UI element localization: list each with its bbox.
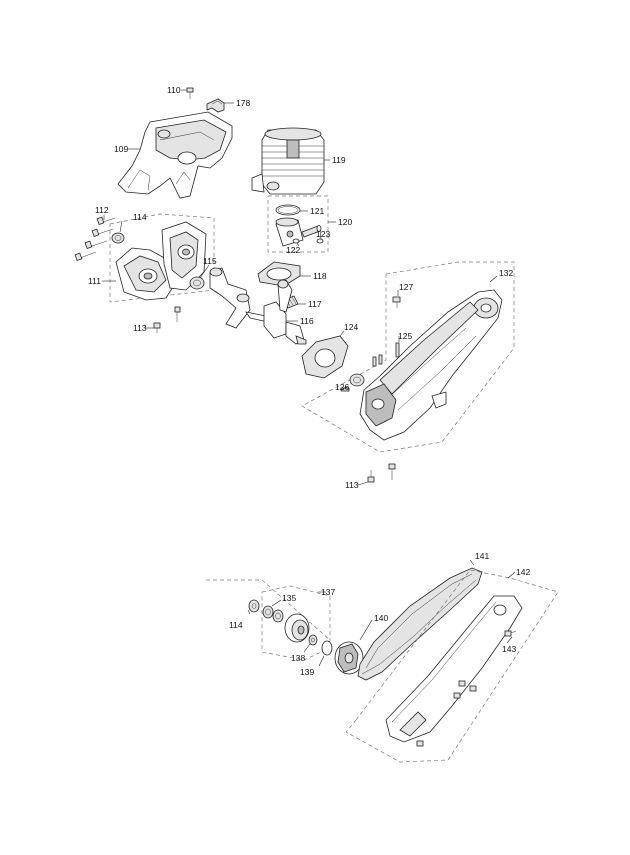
part-124-gasket xyxy=(301,335,349,379)
label-113-lower: 113 xyxy=(345,480,359,490)
label-178: 178 xyxy=(236,98,250,108)
part-121-piston-ring xyxy=(275,204,301,216)
part-114-washer xyxy=(248,599,260,613)
part-135-bearings xyxy=(262,605,284,623)
part-139-washer xyxy=(321,640,333,656)
part-132-cutting-arm xyxy=(359,289,503,441)
part-piston xyxy=(275,217,304,247)
label-119: 119 xyxy=(332,155,346,165)
label-121: 121 xyxy=(310,206,324,216)
part-141-belt xyxy=(357,567,483,681)
label-137: 137 xyxy=(321,587,335,597)
part-intake-manifold xyxy=(209,267,251,329)
part-113-screws-lower xyxy=(367,463,396,483)
label-139: 139 xyxy=(300,667,314,677)
label-118: 118 xyxy=(313,271,327,281)
part-140-clutch xyxy=(334,641,364,675)
part-138-washer xyxy=(308,634,318,646)
part-113-screws-upper xyxy=(153,306,181,333)
part-142-belt-guard xyxy=(385,595,523,743)
label-123: 123 xyxy=(316,229,330,239)
center-line xyxy=(206,579,331,641)
part-110-screw xyxy=(186,87,194,99)
part-125-pins xyxy=(372,342,400,367)
label-122: 122 xyxy=(286,245,300,255)
label-135: 135 xyxy=(282,593,296,603)
leader-lines xyxy=(102,89,516,667)
label-127: 127 xyxy=(399,282,413,292)
part-109-top-cover xyxy=(117,111,233,199)
label-115: 115 xyxy=(203,256,217,266)
label-138: 138 xyxy=(291,653,305,663)
label-120: 120 xyxy=(338,217,352,227)
group-120-outline xyxy=(267,195,329,253)
part-127-screw xyxy=(392,296,401,308)
part-111-crankcase xyxy=(115,221,207,301)
part-115-seal xyxy=(189,276,205,290)
label-116: 116 xyxy=(300,316,314,326)
group-142-outline xyxy=(345,569,559,763)
part-122-circlip xyxy=(292,238,324,244)
part-137-clutch-drum xyxy=(284,613,310,643)
label-125: 125 xyxy=(398,331,412,341)
part-114-seal-upper xyxy=(111,232,125,244)
group-132-outline xyxy=(301,261,515,453)
label-124: 124 xyxy=(344,322,358,332)
label-141: 141 xyxy=(475,551,489,561)
label-142: 142 xyxy=(516,567,530,577)
label-117: 117 xyxy=(308,299,322,309)
label-114-lower: 114 xyxy=(229,620,243,630)
label-140: 140 xyxy=(374,613,388,623)
part-118-gasket xyxy=(257,261,301,287)
part-112-screws xyxy=(74,216,116,262)
label-112: 112 xyxy=(95,205,109,215)
part-178-clip xyxy=(206,98,225,113)
label-143: 143 xyxy=(502,644,516,654)
label-126: 126 xyxy=(335,382,349,392)
label-113-upper: 113 xyxy=(133,323,147,333)
label-111: 111 xyxy=(88,276,101,286)
label-110: 110 xyxy=(167,85,181,95)
label-109: 109 xyxy=(114,144,128,154)
group-111-outline xyxy=(109,213,215,303)
part-119-cylinder xyxy=(251,127,325,195)
part-126-bearing xyxy=(340,373,365,392)
label-132: 132 xyxy=(499,268,513,278)
part-116-crankshaft xyxy=(245,279,307,345)
part-143-screws xyxy=(416,630,517,747)
label-114-upper: 114 xyxy=(133,212,147,222)
